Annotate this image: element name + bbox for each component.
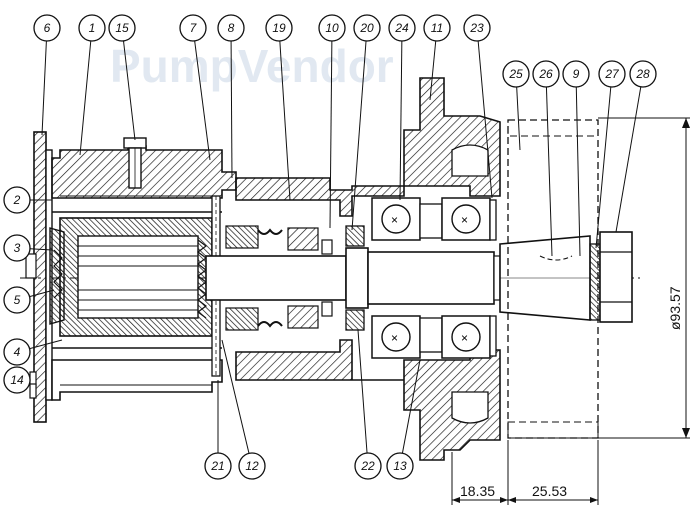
svg-text:×: ×	[391, 213, 398, 227]
callout-circle-20	[353, 14, 381, 42]
callout-leader-26	[545, 73, 553, 257]
callout-circle-22	[354, 452, 382, 480]
callout-label-22: 22	[360, 459, 375, 473]
callout-circle-26	[532, 60, 560, 88]
callout-circle-6	[33, 14, 61, 42]
callout-circle-3	[3, 234, 31, 262]
diameter-dimension-label: ø93.57	[667, 286, 683, 330]
shaft-washer	[589, 243, 601, 321]
watermark-text: PumpVendor	[110, 40, 394, 92]
callout-circle-4	[3, 338, 31, 366]
callout-circle-10	[318, 14, 346, 42]
callout-circle-9	[562, 60, 590, 88]
callout-leader-10	[329, 27, 333, 229]
callout-label-4: 4	[14, 345, 21, 359]
lip-seal	[345, 225, 365, 331]
callout-label-7: 7	[190, 21, 198, 35]
cam-insert	[49, 227, 65, 325]
callout-leader-19	[278, 27, 291, 201]
length-right-label: 25.53	[532, 483, 567, 499]
callout-label-6: 6	[44, 21, 51, 35]
callout-circle-2	[3, 186, 31, 214]
diameter-dimension	[598, 117, 690, 439]
left-bolt-top	[25, 253, 37, 279]
svg-text:×: ×	[391, 331, 398, 345]
callout-label-14: 14	[10, 373, 24, 387]
callout-leader-22	[357, 329, 369, 467]
cover-screw	[123, 137, 147, 189]
mounting-bolt	[29, 371, 37, 399]
callout-label-24: 24	[394, 21, 409, 35]
shaft-nut	[599, 231, 633, 323]
callout-label-26: 26	[538, 67, 553, 81]
callout-label-1: 1	[89, 21, 96, 35]
callout-circle-19	[265, 14, 293, 42]
callout-circle-7	[179, 14, 207, 42]
callout-label-13: 13	[393, 459, 407, 473]
callout-leader-12	[221, 339, 253, 467]
callout-label-11: 11	[431, 21, 443, 35]
callout-leader-13	[399, 359, 421, 467]
callout-leader-20	[351, 27, 368, 231]
length-left-label: 18.35	[460, 483, 495, 499]
callout-leader-6	[41, 27, 48, 136]
callout-leader-8	[230, 27, 233, 179]
callout-leader-27	[595, 73, 613, 249]
callout-label-5: 5	[14, 293, 21, 307]
callout-label-27: 27	[604, 67, 620, 81]
callout-leader-1	[79, 27, 93, 156]
circlip	[489, 199, 497, 357]
callout-leader-23	[476, 27, 493, 199]
callout-circle-8	[217, 14, 245, 42]
callout-label-9: 9	[573, 67, 580, 81]
callout-leader-28	[615, 73, 644, 233]
callout-circle-21	[204, 452, 232, 480]
bearing-bracket	[235, 77, 501, 461]
callout-circle-23	[463, 14, 491, 42]
callout-label-25: 25	[508, 67, 523, 81]
callout-circle-13	[386, 452, 414, 480]
impeller	[59, 217, 213, 337]
callout-circle-27	[598, 60, 626, 88]
callout-circle-5	[3, 286, 31, 314]
callout-circle-25	[502, 60, 530, 88]
callout-label-23: 23	[469, 21, 484, 35]
ball-bearing-right: × ×	[441, 197, 491, 359]
callout-circle-11	[423, 14, 451, 42]
shaft	[205, 235, 591, 321]
callout-label-8: 8	[228, 21, 235, 35]
callout-label-19: 19	[272, 21, 286, 35]
callout-leader-7	[192, 27, 211, 161]
callout-circle-15	[108, 14, 136, 42]
callout-leader-9	[575, 73, 581, 257]
callout-circle-28	[629, 60, 657, 88]
pump-body-housing	[51, 145, 237, 401]
callout-label-2: 2	[13, 193, 21, 207]
callout-label-20: 20	[359, 21, 374, 35]
callout-circle-12	[238, 452, 266, 480]
mechanical-seal	[225, 225, 333, 331]
callout-leader-24	[399, 27, 403, 201]
callout-circle-24	[388, 14, 416, 42]
length-dimensions	[451, 440, 599, 505]
svg-text:×: ×	[461, 213, 468, 227]
callout-label-21: 21	[210, 459, 224, 473]
callout-label-3: 3	[14, 241, 21, 255]
callout-label-12: 12	[245, 459, 259, 473]
svg-text:×: ×	[461, 331, 468, 345]
callout-circle-1	[78, 14, 106, 42]
callout-circle-14	[3, 366, 31, 394]
callout-label-10: 10	[325, 21, 339, 35]
callout-label-28: 28	[635, 67, 650, 81]
callout-label-15: 15	[115, 21, 129, 35]
callout-leader-15	[121, 27, 136, 141]
